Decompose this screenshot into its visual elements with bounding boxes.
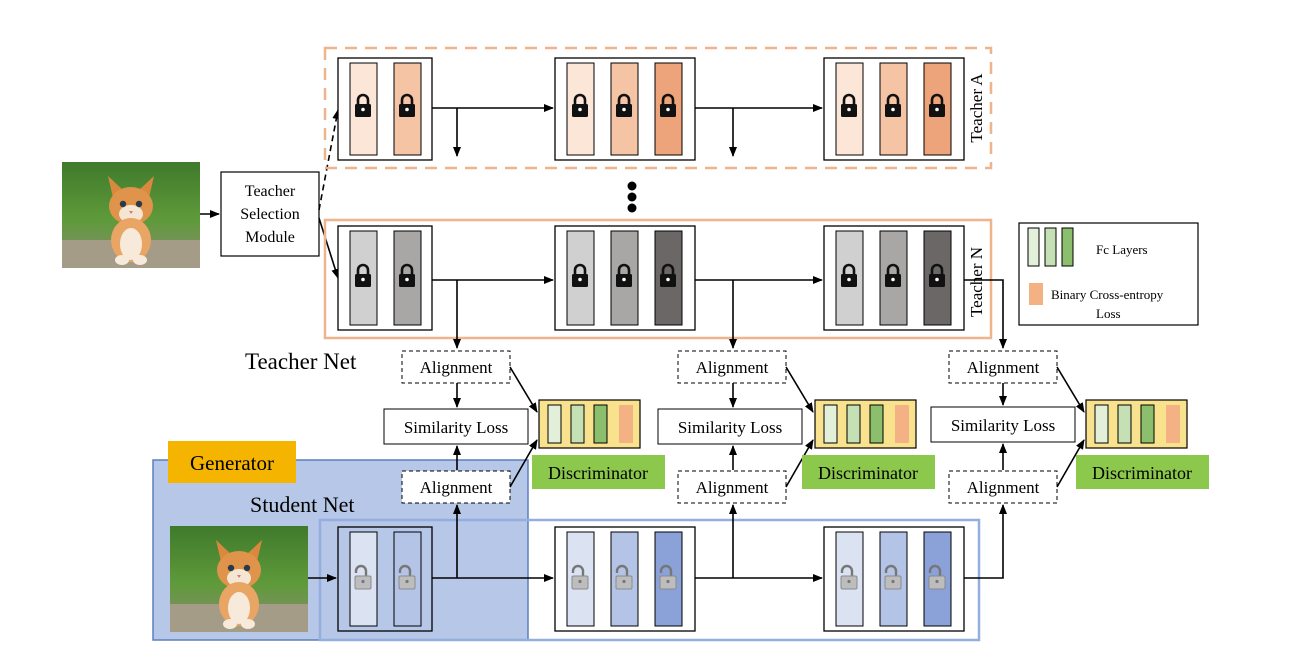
discriminator-1-label-box — [532, 455, 665, 489]
student-feature-arrow-3 — [964, 504, 1007, 579]
teacher-n-block-1 — [337, 225, 433, 331]
discriminator-3-label: Discriminator — [1092, 463, 1192, 483]
teacher-n-label: Teacher N — [967, 247, 986, 317]
input-cat-image-teacher — [62, 162, 200, 268]
teacher-selection-module — [220, 171, 320, 257]
generator-label-box — [168, 441, 296, 483]
stage-1-losses: Alignment Similarity Loss Alignment Disc… — [383, 280, 665, 504]
legend-bce-line1: Binary Cross-entropy — [1051, 287, 1164, 302]
teacher-alignment-2-label: Alignment — [696, 358, 769, 377]
discriminator-2-label-box — [802, 455, 935, 489]
teacher-alignment-2 — [677, 350, 787, 384]
teacher-a-block-3 — [823, 57, 965, 161]
legend: Fc Layers Binary Cross-entropy Loss — [1018, 222, 1199, 326]
stage-3-losses: Alignment Similarity Loss Alignment Disc… — [930, 279, 1209, 504]
teacher-n-block-2 — [554, 225, 696, 331]
legend-bce-line2: Loss — [1096, 306, 1121, 321]
teacher-n-frame — [323, 218, 993, 340]
teacher-net-label: Teacher Net — [245, 349, 357, 374]
student-block-3 — [823, 526, 965, 632]
discriminator-2-label: Discriminator — [818, 463, 918, 483]
student-alignment-3 — [948, 470, 1058, 504]
student-alignment-2-label: Alignment — [696, 478, 769, 497]
student-alignment-1 — [401, 470, 511, 504]
teacher-a-label: Teacher A — [967, 73, 986, 143]
teacher-alignment-1 — [401, 350, 511, 384]
teacher-selection-line1: Teacher — [245, 183, 296, 200]
similarity-loss-1-label: Similarity Loss — [404, 418, 508, 437]
teacher-alignment-3-label: Alignment — [967, 358, 1040, 377]
student-block-1 — [337, 526, 433, 632]
teacher-selection-line2: Selection — [240, 206, 300, 223]
legend-fc-layers: Fc Layers — [1096, 242, 1148, 257]
selection-to-teacher-a-arrow — [318, 109, 341, 211]
teacher-a-block-2 — [554, 57, 696, 161]
student-block-2 — [554, 526, 696, 632]
stage-2-losses: Alignment Similarity Loss Alignment Disc… — [657, 280, 935, 504]
input-cat-image-student — [170, 526, 308, 632]
similarity-loss-2 — [657, 408, 803, 445]
teacher-alignment-1-label: Alignment — [420, 358, 493, 377]
selection-to-teacher-n-arrow — [318, 217, 340, 279]
similarity-loss-1 — [383, 408, 529, 445]
similarity-loss-3 — [930, 406, 1076, 443]
student-alignment-3-label: Alignment — [967, 478, 1040, 497]
student-frame — [318, 518, 981, 642]
student-alignment-1-label: Alignment — [420, 478, 493, 497]
teacher-alignment-3 — [948, 350, 1058, 384]
similarity-loss-3-label: Similarity Loss — [951, 416, 1055, 435]
discriminator-1-label: Discriminator — [548, 463, 648, 483]
teacher-selection-line3: Module — [245, 229, 295, 246]
discriminator-3-label-box — [1076, 455, 1209, 489]
teacher-a-frame — [323, 46, 993, 170]
teacher-a-block-1 — [337, 57, 433, 161]
ellipsis-dots — [627, 181, 637, 213]
teacher-n-block-3 — [823, 225, 965, 331]
similarity-loss-2-label: Similarity Loss — [678, 418, 782, 437]
student-alignment-2 — [677, 470, 787, 504]
generator-label: Generator — [190, 451, 274, 475]
student-net-label: Student Net — [250, 492, 355, 517]
